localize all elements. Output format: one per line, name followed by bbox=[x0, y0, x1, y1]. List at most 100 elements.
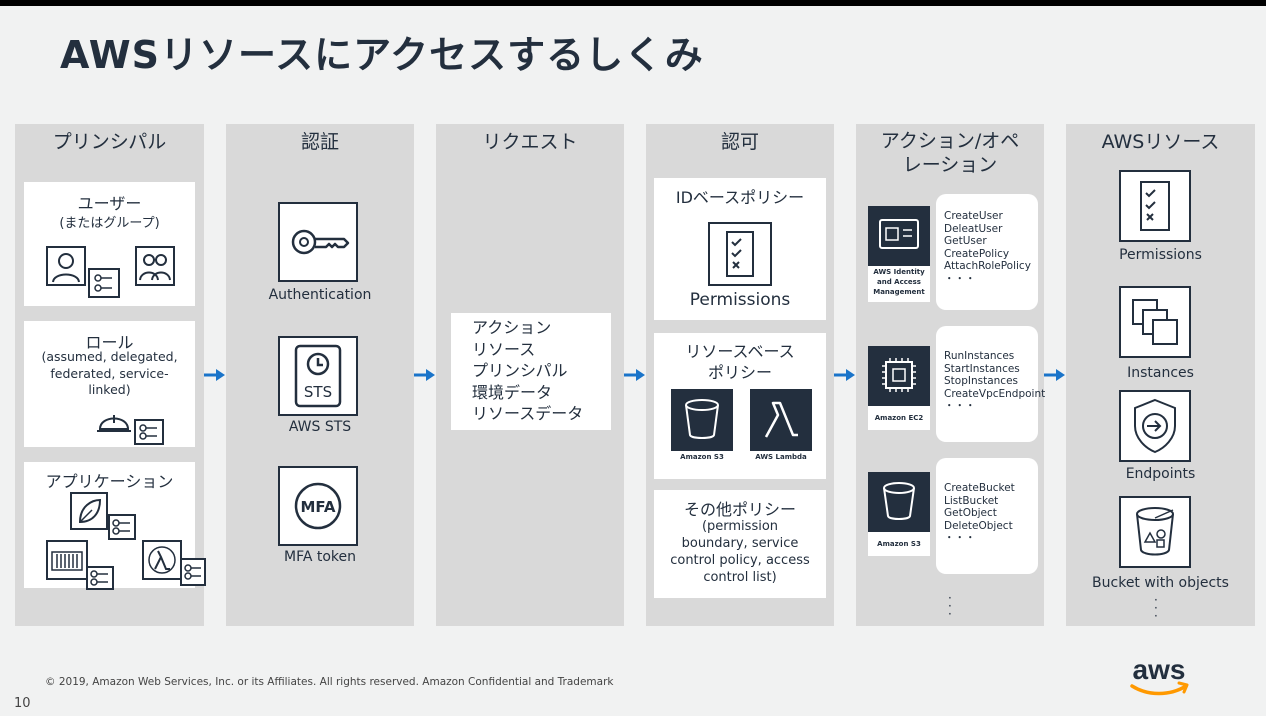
iam-actions-list: CreateUser DeleatUser GetUser CreatePoli… bbox=[944, 210, 1031, 285]
lambda-service-icon bbox=[750, 389, 812, 451]
request-column: リクエスト アクション リソース プリンシパル 環境データ リソースデータ bbox=[436, 124, 624, 626]
resources-header: AWSリソース bbox=[1101, 131, 1220, 153]
flow-arrow bbox=[204, 369, 225, 381]
ec2-action: CreateVpcEndpoint bbox=[944, 387, 1046, 400]
authentication-header: 認証 bbox=[300, 131, 339, 153]
key-badge-icon bbox=[88, 268, 120, 298]
s3-label: Amazon S3 bbox=[680, 453, 724, 461]
permissions-label: Permissions bbox=[1119, 247, 1202, 263]
sts-icon: STS bbox=[278, 336, 358, 416]
request-item: プリンシパル bbox=[472, 361, 568, 380]
request-card: アクション リソース プリンシパル 環境データ リソースデータ bbox=[451, 313, 611, 430]
iam-label-1: AWS Identity bbox=[873, 268, 925, 276]
authorization-column: 認可 IDベースポリシー Permissions リソースベース ポリシー Am… bbox=[646, 124, 834, 626]
ec2-action: StartInstances bbox=[944, 362, 1020, 375]
s3-bucket-icon bbox=[671, 389, 733, 451]
iam-action: CreateUser bbox=[944, 210, 1003, 222]
s3-service-label: Amazon S3 bbox=[877, 540, 921, 548]
key-badge-icon bbox=[86, 566, 114, 590]
user-title: ユーザー bbox=[77, 194, 142, 213]
other-policy-description: (permission boundary, service control po… bbox=[654, 518, 826, 586]
hard-hat-icon bbox=[94, 403, 134, 439]
role-subtitle-1: (assumed, delegated, bbox=[41, 349, 178, 364]
other-policy-line: control list) bbox=[703, 570, 777, 585]
ec2-actions-card: RunInstances StartInstances StopInstance… bbox=[936, 326, 1045, 442]
ec2-label-box: Amazon EC2 bbox=[868, 406, 930, 430]
other-policy-title: その他ポリシー bbox=[683, 500, 796, 519]
leaf-icon bbox=[70, 492, 108, 530]
aws-sts-label: AWS STS bbox=[288, 419, 352, 435]
s3-label-box: Amazon S3 bbox=[868, 532, 930, 556]
lambda-label: AWS Lambda bbox=[755, 453, 807, 461]
actions-header-1: アクション/オペ bbox=[880, 130, 1020, 152]
iam-label-3: Management bbox=[873, 288, 925, 296]
iam-action: CreatePolicy bbox=[944, 247, 1010, 260]
instances-icon bbox=[1119, 286, 1191, 358]
authentication-column: 認証 Authentication STS AWS STS MFA MFA to… bbox=[226, 124, 414, 626]
s3-action: ListBucket bbox=[944, 494, 999, 507]
iam-label-box: AWS Identity and Access Management bbox=[868, 266, 930, 302]
s3-actions-card: CreateBucket ListBucket GetObject Delete… bbox=[936, 458, 1038, 574]
ec2-action: RunInstances bbox=[944, 350, 1015, 362]
actions-column: アクション/オペ レーション AWS Identity and Access M… bbox=[856, 124, 1045, 626]
ec2-action: StopInstances bbox=[944, 375, 1019, 387]
group-icon bbox=[135, 246, 175, 286]
request-item: アクション bbox=[472, 318, 552, 337]
authentication-label: Authentication bbox=[268, 287, 372, 303]
iam-action: AttachRolePolicy bbox=[944, 260, 1031, 272]
iam-action: GetUser bbox=[944, 235, 987, 247]
s3-actions-list: CreateBucket ListBucket GetObject Delete… bbox=[944, 482, 1015, 545]
flow-arrow bbox=[834, 369, 855, 381]
permissions-icon bbox=[1119, 170, 1191, 242]
ec2-label: Amazon EC2 bbox=[874, 414, 924, 422]
copyright-footer: © 2019, Amazon Web Services, Inc. or its… bbox=[45, 676, 614, 688]
role-card: ロール (assumed, delegated, federated, serv… bbox=[24, 321, 195, 447]
checklist-icon bbox=[708, 222, 772, 286]
key-badge-icon bbox=[134, 419, 164, 445]
resource-policy-title-1: リソースベース bbox=[685, 342, 795, 361]
role-subtitle-2: federated, service- bbox=[50, 366, 169, 381]
resource-policy-card: リソースベース ポリシー Amazon S3 AWS Lambda bbox=[654, 333, 826, 479]
slide-title: AWSリソースにアクセスするしくみ bbox=[60, 33, 704, 77]
user-subtitle: (またはグループ) bbox=[59, 216, 160, 231]
application-title: アプリケーション bbox=[45, 472, 174, 491]
request-items: アクション リソース プリンシパル 環境データ リソースデータ bbox=[472, 317, 583, 425]
identity-policy-permissions: Permissions bbox=[689, 290, 791, 310]
flow-arrow bbox=[1044, 369, 1065, 381]
role-subtitle-3: linked) bbox=[88, 382, 131, 397]
principal-header: プリンシパル bbox=[52, 131, 167, 153]
top-bar bbox=[0, 0, 1266, 6]
flow-arrow bbox=[624, 369, 645, 381]
sts-icon-text: STS bbox=[304, 383, 332, 401]
key-icon bbox=[278, 202, 358, 282]
page-number: 10 bbox=[14, 696, 31, 711]
application-card: アプリケーション bbox=[24, 462, 206, 590]
other-policy-card: その他ポリシー (permission boundary, service co… bbox=[654, 490, 826, 598]
iam-actions-card: CreateUser DeleatUser GetUser CreatePoli… bbox=[936, 194, 1038, 310]
bucket-objects-icon bbox=[1119, 496, 1191, 568]
user-icon bbox=[46, 246, 86, 286]
iam-action: ・・・ bbox=[944, 272, 976, 285]
s3-action: GetObject bbox=[944, 507, 997, 519]
actions-header-2: レーション bbox=[902, 154, 998, 176]
request-item: 環境データ bbox=[472, 382, 553, 402]
resources-column: AWSリソース Permissions Instances Endpoints … bbox=[1066, 124, 1255, 626]
aws-logo-icon: aws bbox=[1130, 654, 1189, 696]
aws-logo-text: aws bbox=[1133, 654, 1186, 685]
authorization-header: 認可 bbox=[720, 131, 759, 153]
identity-policy-card: IDベースポリシー Permissions bbox=[654, 178, 826, 320]
more-resources-ellipsis: ··· bbox=[1154, 593, 1158, 623]
key-badge-icon bbox=[180, 558, 206, 586]
endpoints-icon bbox=[1119, 390, 1191, 462]
s3-action: DeleteObject bbox=[944, 519, 1013, 532]
role-title: ロール bbox=[85, 333, 134, 352]
container-icon bbox=[46, 540, 88, 580]
mfa-token-label: MFA token bbox=[283, 549, 357, 565]
other-policy-line: control policy, access bbox=[670, 553, 810, 568]
principal-column: プリンシパル ユーザー (またはグループ) ロール (assumed, dele… bbox=[15, 124, 206, 626]
s3-action: CreateBucket bbox=[944, 482, 1015, 494]
other-policy-line: boundary, service bbox=[681, 536, 799, 551]
ec2-actions-list: RunInstances StartInstances StopInstance… bbox=[944, 350, 1045, 413]
request-item: リソース bbox=[472, 339, 536, 359]
resource-policy-title-2: ポリシー bbox=[707, 363, 772, 382]
